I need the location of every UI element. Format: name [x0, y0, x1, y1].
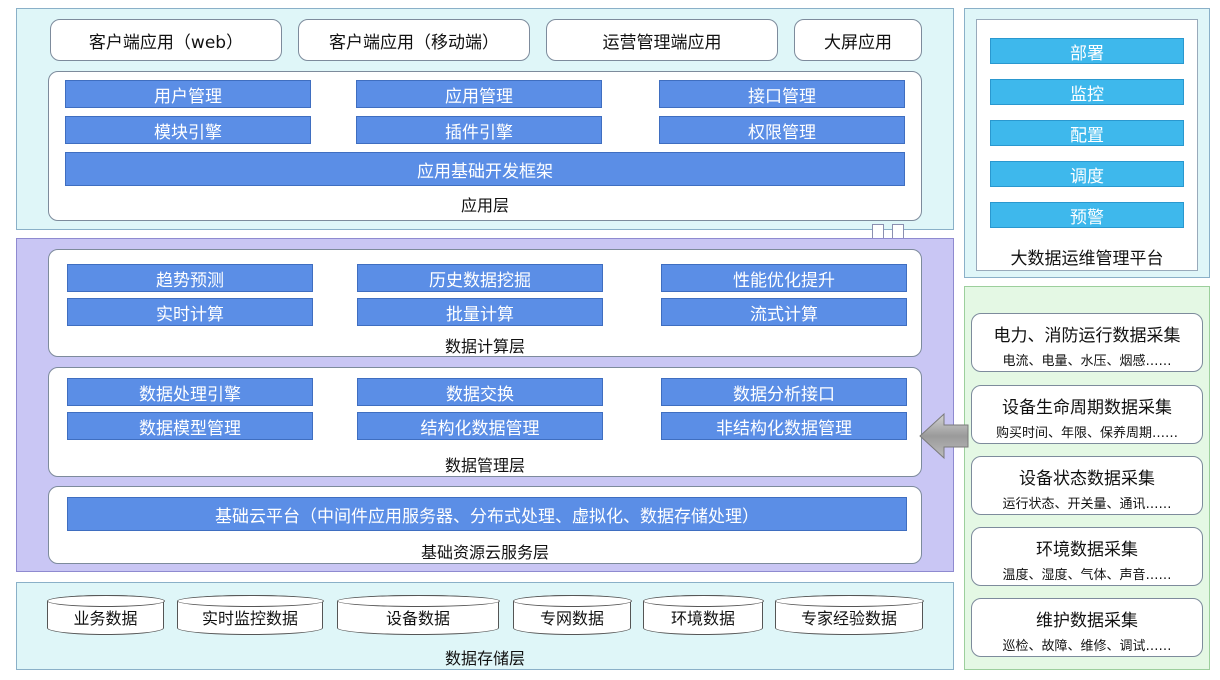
compute-batch[interactable]: 批量计算: [357, 298, 603, 326]
db-expert-experience[interactable]: 专家经验数据: [774, 594, 924, 635]
collection-detail: 电流、电量、水压、烟感……: [1002, 354, 1172, 369]
storage-panel: 业务数据 实时监控数据 设备数据 专网数据 环境数据 专家经验数据 数据存储层: [16, 582, 954, 670]
ops-schedule[interactable]: 调度: [990, 161, 1184, 187]
ops-alert[interactable]: 预警: [990, 202, 1184, 228]
db-device[interactable]: 设备数据: [336, 594, 500, 635]
ops-deploy[interactable]: 部署: [990, 38, 1184, 64]
manage-analysis-interface[interactable]: 数据分析接口: [661, 378, 907, 406]
db-private-network[interactable]: 专网数据: [512, 594, 632, 635]
compute-layer-box: 趋势预测 历史数据挖掘 性能优化提升 实时计算 批量计算 流式计算 数据计算层: [48, 249, 922, 357]
manage-data-exchange[interactable]: 数据交换: [357, 378, 603, 406]
ops-monitor[interactable]: 监控: [990, 79, 1184, 105]
compute-realtime[interactable]: 实时计算: [67, 298, 313, 326]
collection-title: 设备状态数据采集: [1019, 469, 1155, 489]
compute-performance[interactable]: 性能优化提升: [661, 264, 907, 292]
storage-layer-label: 数据存储层: [444, 649, 525, 668]
db-business[interactable]: 业务数据: [46, 594, 165, 635]
cloud-platform-bar[interactable]: 基础云平台（中间件应用服务器、分布式处理、虚拟化、数据存储处理）: [67, 497, 907, 531]
collection-detail: 运行状态、开关量、通讯……: [1002, 497, 1172, 512]
collection-card-status[interactable]: 设备状态数据采集 运行状态、开关量、通讯……: [971, 456, 1203, 515]
client-web[interactable]: 客户端应用（web）: [50, 19, 282, 61]
arrow-left-icon: [919, 412, 969, 460]
collection-card-maintenance[interactable]: 维护数据采集 巡检、故障、维修、调试……: [971, 598, 1203, 657]
application-layer-label: 应用层: [460, 196, 509, 215]
manage-unstructured[interactable]: 非结构化数据管理: [661, 412, 907, 440]
app-plugin-engine[interactable]: 插件引擎: [356, 116, 602, 144]
collection-card-lifecycle[interactable]: 设备生命周期数据采集 购买时间、年限、保养周期……: [971, 385, 1203, 444]
collection-detail: 巡检、故障、维修、调试……: [1002, 639, 1172, 654]
management-layer-box: 数据处理引擎 数据交换 数据分析接口 数据模型管理 结构化数据管理 非结构化数据…: [48, 367, 922, 477]
ops-platform-panel: 部署 监控 配置 调度 预警 大数据运维管理平台: [964, 8, 1210, 278]
collection-title: 环境数据采集: [1036, 540, 1138, 560]
collection-title: 设备生命周期数据采集: [1002, 398, 1172, 418]
app-framework-bar[interactable]: 应用基础开发框架: [65, 152, 905, 186]
compute-layer-label: 数据计算层: [444, 337, 525, 356]
client-mobile[interactable]: 客户端应用（移动端）: [298, 19, 530, 61]
collection-title: 维护数据采集: [1036, 611, 1138, 631]
collection-title: 电力、消防运行数据采集: [993, 326, 1181, 346]
app-module-engine[interactable]: 模块引擎: [65, 116, 311, 144]
cloud-layer-box: 基础云平台（中间件应用服务器、分布式处理、虚拟化、数据存储处理） 基础资源云服务…: [48, 486, 922, 564]
client-big-screen[interactable]: 大屏应用: [794, 19, 922, 61]
db-environment[interactable]: 环境数据: [642, 594, 764, 635]
manage-processing-engine[interactable]: 数据处理引擎: [67, 378, 313, 406]
cloud-layer-label: 基础资源云服务层: [420, 543, 549, 562]
ops-config[interactable]: 配置: [990, 120, 1184, 146]
management-layer-label: 数据管理层: [444, 456, 525, 475]
compute-stream[interactable]: 流式计算: [661, 298, 907, 326]
app-interface-management[interactable]: 接口管理: [659, 80, 905, 108]
collection-detail: 温度、湿度、气体、声音……: [1002, 568, 1172, 583]
ops-platform-title: 大数据运维管理平台: [1010, 249, 1164, 269]
app-app-management[interactable]: 应用管理: [356, 80, 602, 108]
data-panel: 趋势预测 历史数据挖掘 性能优化提升 实时计算 批量计算 流式计算 数据计算层 …: [16, 238, 954, 572]
db-realtime-monitor[interactable]: 实时监控数据: [176, 594, 324, 635]
compute-history-mining[interactable]: 历史数据挖掘: [357, 264, 603, 292]
application-panel: 客户端应用（web） 客户端应用（移动端） 运营管理端应用 大屏应用 用户管理 …: [16, 8, 954, 230]
compute-trend-forecast[interactable]: 趋势预测: [67, 264, 313, 292]
manage-model[interactable]: 数据模型管理: [67, 412, 313, 440]
collection-card-power[interactable]: 电力、消防运行数据采集 电流、电量、水压、烟感……: [971, 313, 1203, 372]
collection-card-environment[interactable]: 环境数据采集 温度、湿度、气体、声音……: [971, 527, 1203, 586]
app-permission-management[interactable]: 权限管理: [659, 116, 905, 144]
app-user-management[interactable]: 用户管理: [65, 80, 311, 108]
client-ops[interactable]: 运营管理端应用: [546, 19, 778, 61]
ops-platform-box: 部署 监控 配置 调度 预警 大数据运维管理平台: [976, 19, 1198, 271]
collection-detail: 购买时间、年限、保养周期……: [995, 426, 1178, 441]
application-layer-box: 用户管理 应用管理 接口管理 模块引擎 插件引擎 权限管理 应用基础开发框架 应…: [48, 71, 922, 221]
manage-structured[interactable]: 结构化数据管理: [357, 412, 603, 440]
